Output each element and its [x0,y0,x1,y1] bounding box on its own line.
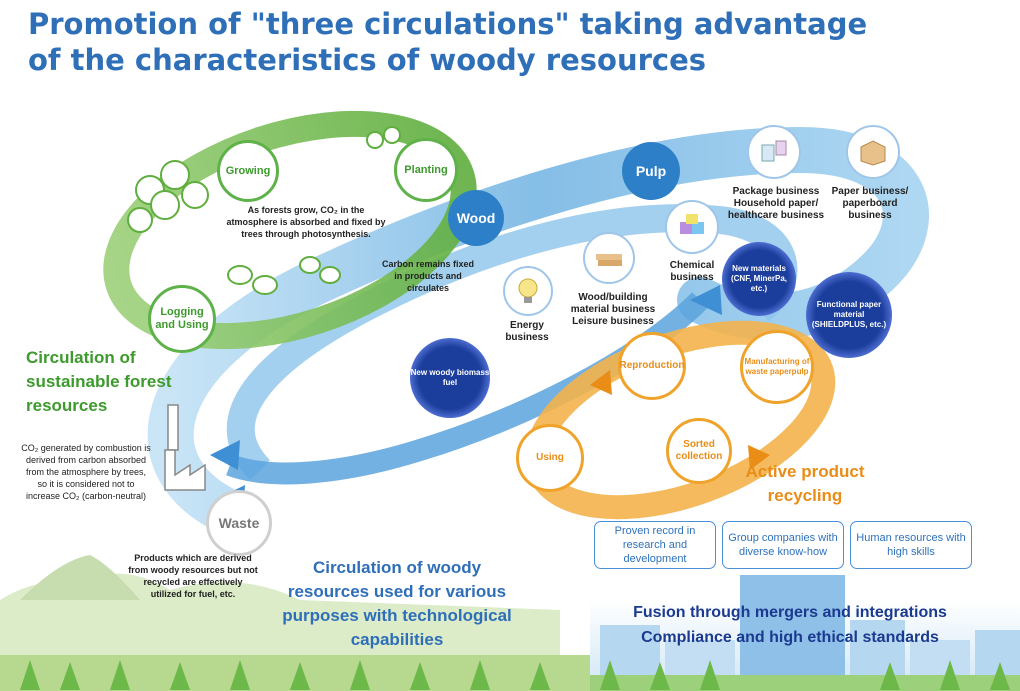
logging-node: Logging and Using [148,285,216,353]
wood-building-label: Wood/building material business Leisure … [570,292,656,327]
mountain-left [20,555,140,600]
forest-heading: Circulation of sustainable forest resour… [26,348,172,415]
strength-box-rnd: Proven record in research and developmen… [594,521,716,569]
page-title: Promotion of "three circulations" taking… [28,6,1008,78]
recycling-heading: Active product recycling [745,462,865,505]
growing-node: Growing [217,140,279,202]
ground-right [590,675,1020,691]
box-icon [846,125,900,179]
fusion-text: Fusion through mergers and integrations [633,604,947,621]
biomass-node: New woody biomass fuel [410,338,490,418]
energy-label: Energy business [505,320,549,343]
waste-node: Waste [206,490,272,556]
woody-heading: Circulation of woody resources used for … [282,558,512,649]
log-pile [227,256,341,295]
reproduction-node: Reproduction [618,332,686,400]
carbon-text: Carbon remains fixed in products and cir… [381,259,475,293]
forest-ring [103,110,477,350]
functional-paper-node: Functional paper material (SHIELDPLUS, e… [806,272,892,358]
strength-box-human: Human resources with high skills [850,521,972,569]
title-line-1: Promotion of "three circulations" taking… [28,7,868,41]
new-materials-node: New materials (CNF, MinerPa, etc.) [722,242,796,316]
title-line-2: of the characteristics of woody resource… [28,43,707,77]
photosynthesis-text: As forests grow, CO₂ in the atmosphere i… [226,205,386,239]
compliance-text: Compliance and high ethical standards [641,629,939,646]
using-node: Using [516,424,584,492]
planting-node: Planting [394,138,458,202]
lumber-icon [583,232,635,284]
tree-row [20,660,1010,690]
forest-trees [127,126,401,233]
package-label: Package business Household paper/ health… [727,186,825,221]
products-text: Products which are derived from woody re… [128,553,258,599]
manufacturing-node: Manufacturing of waste paperpulp [740,330,814,404]
factory-icon [164,404,206,491]
wood-node: Wood [448,190,504,246]
package-icon [747,125,801,179]
lightbulb-icon [503,266,553,316]
strength-box-group: Group companies with diverse know-how [722,521,844,569]
pulp-node: Pulp [622,142,680,200]
tower [740,575,845,691]
chemical-label: Chemical business [669,260,715,283]
co2-text: CO₂ generated by combustion is derived f… [21,443,151,501]
paper-label: Paper business/ paperboard business [831,186,909,221]
sorted-collection-node: Sorted collection [666,418,732,484]
cube-icon [665,200,719,254]
